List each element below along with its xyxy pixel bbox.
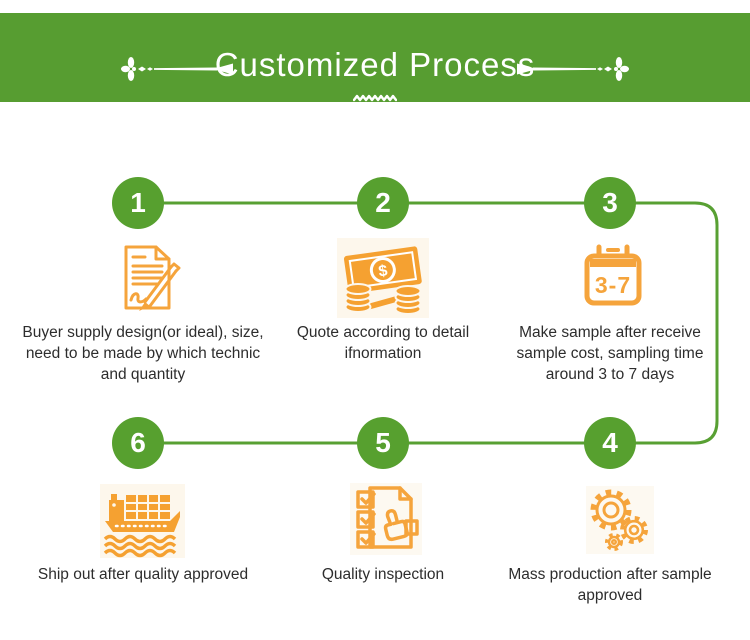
- calendar-range-label: 3-7: [595, 272, 631, 298]
- zigzag-ornament-icon: [353, 94, 397, 102]
- step-5-number-badge: 5: [357, 417, 409, 469]
- step-4-number-badge: 4: [584, 417, 636, 469]
- step-2-number-badge: 2: [357, 177, 409, 229]
- step-4-caption: Mass production after sample approved: [508, 566, 712, 604]
- banner: Customized Process: [0, 13, 750, 102]
- gears-icon: [586, 486, 654, 554]
- step-3-caption: Make sample after receive sample cost, s…: [516, 324, 704, 383]
- quality-checklist-icon: [350, 483, 422, 555]
- cargo-ship-icon: [100, 484, 185, 558]
- dollar-sign: $: [377, 262, 388, 280]
- divider-flourish-right-icon: [517, 57, 629, 81]
- step-1-number-badge: 1: [112, 177, 164, 229]
- page-title: Customized Process: [214, 46, 536, 83]
- document-pen-icon: [112, 240, 182, 315]
- step-1-caption: Buyer supply design(or ideal), size, nee…: [22, 324, 264, 383]
- step-5-caption: Quality inspection: [321, 566, 445, 583]
- step-6-number-badge: 6: [112, 417, 164, 469]
- calendar-icon: 3-7: [581, 243, 645, 309]
- step-2-caption: Quote according to detail ifnormation: [296, 324, 470, 362]
- step-6-caption: Ship out after quality approved: [37, 566, 249, 583]
- divider-flourish-left-icon: [121, 57, 233, 81]
- step-3-number-badge: 3: [584, 177, 636, 229]
- money-coins-icon: $: [337, 238, 429, 318]
